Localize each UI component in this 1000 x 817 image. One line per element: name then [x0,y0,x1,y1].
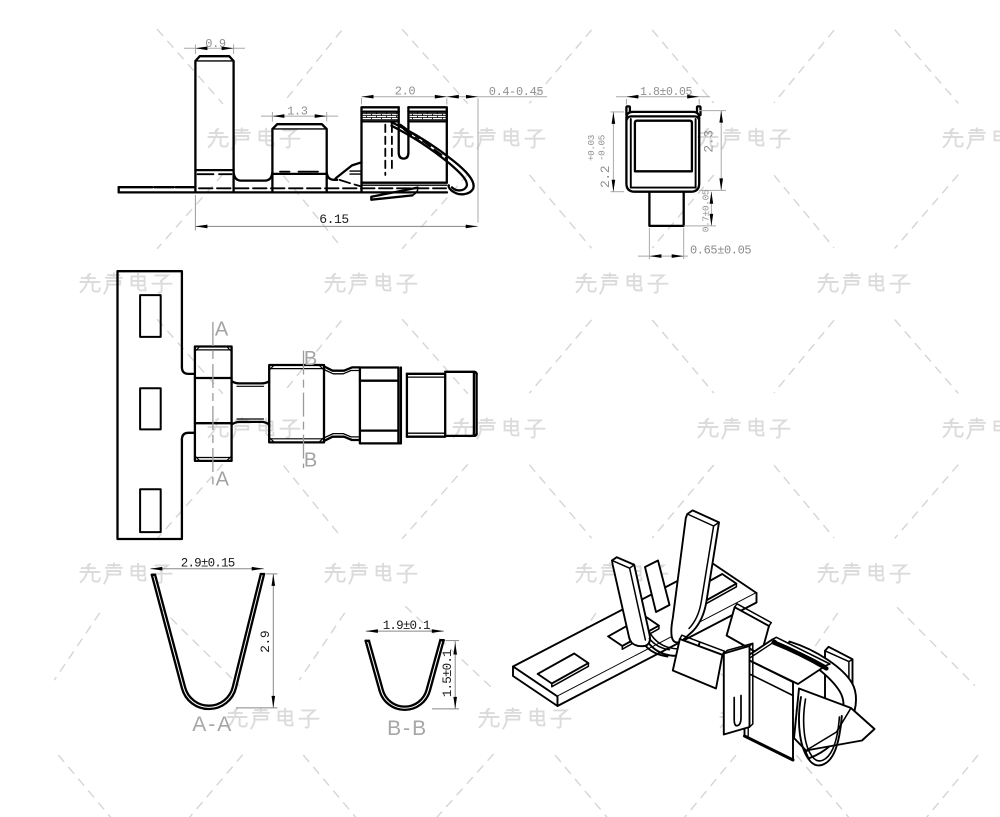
svg-text:0.7±0.05: 0.7±0.05 [701,189,712,232]
svg-text:0.9: 0.9 [205,37,226,51]
svg-text:0.65±0.05: 0.65±0.05 [690,244,751,258]
svg-text:A-A: A-A [192,713,233,736]
svg-text:-0.05: -0.05 [597,135,608,161]
svg-text:1.8±0.05: 1.8±0.05 [640,86,693,99]
svg-text:B-B: B-B [387,717,428,740]
svg-text:B: B [304,348,317,370]
svg-text:B: B [304,450,317,472]
svg-text:1.3: 1.3 [287,104,308,118]
svg-text:2.9: 2.9 [258,631,273,653]
svg-text:2.9±0.15: 2.9±0.15 [181,557,235,571]
svg-text:2.3: 2.3 [702,130,717,152]
svg-text:2.2: 2.2 [598,166,613,188]
svg-text:+0.03: +0.03 [586,135,597,161]
svg-text:6.15: 6.15 [319,212,349,227]
svg-text:A: A [215,319,229,341]
svg-text:A: A [216,468,230,490]
svg-text:1.5±0.1: 1.5±0.1 [441,650,455,697]
svg-text:2.0: 2.0 [395,84,416,98]
svg-text:0.4-0.45: 0.4-0.45 [489,85,544,99]
svg-text:1.9±0.1: 1.9±0.1 [383,619,430,633]
